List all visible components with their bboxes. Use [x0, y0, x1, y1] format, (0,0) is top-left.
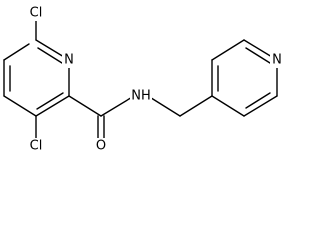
label-mask: [62, 52, 76, 68]
bond-r-c2-n-inner: [245, 47, 271, 64]
bond-carbonyl-nh: [100, 95, 135, 117]
bond-r-c3-c2: [211, 39, 245, 61]
bond-c2-carbonyl: [68, 95, 102, 117]
bond-c3-c2: [35, 95, 70, 117]
label-mask: [94, 138, 108, 154]
bond-c4-c3: [3, 95, 37, 117]
bond-nh-ch2: [147, 95, 181, 117]
atom-labels: Cl N Cl O NH N: [24, 5, 284, 154]
label-mask: [270, 52, 284, 68]
chlorine-bottom-label: Cl: [30, 139, 43, 154]
pyridine-nitrogen-right-label: N: [272, 53, 282, 68]
pyridine-nitrogen-left-label: N: [64, 53, 74, 68]
label-mask: [24, 138, 48, 154]
bond-r-c6-c5: [243, 95, 278, 117]
label-mask: [130, 88, 152, 104]
bond-n1-c6-inner: [37, 47, 63, 64]
molecule-structure-diagram: Cl N Cl O NH N: [3, 5, 284, 154]
carbonyl-oxygen-label: O: [96, 139, 106, 154]
chlorine-top-label: Cl: [30, 6, 43, 21]
bond-r-c5-c4: [211, 95, 245, 117]
amide-nh-label: NH: [131, 89, 151, 104]
bond-c6-c5: [3, 43, 30, 61]
bond-lines: [3, 15, 278, 143]
label-mask: [24, 5, 48, 21]
bond-c3-c2-inner: [36, 92, 64, 110]
bond-r-c6-c5-inner: [245, 92, 271, 109]
bond-ch2-ring: [179, 95, 213, 117]
